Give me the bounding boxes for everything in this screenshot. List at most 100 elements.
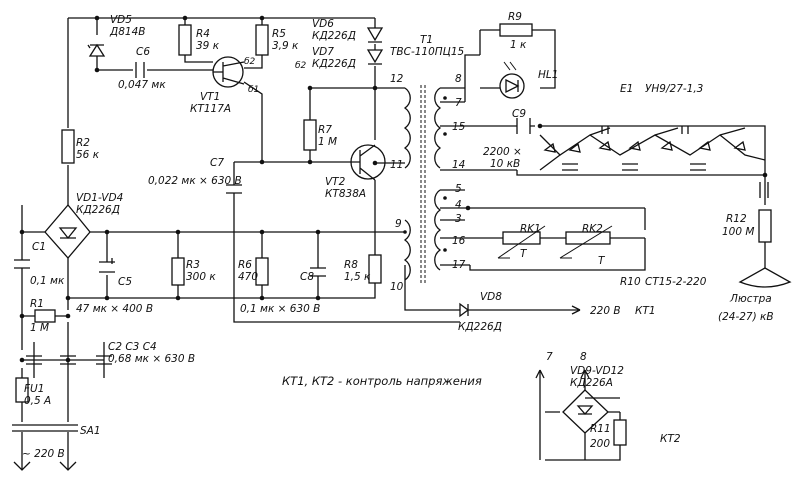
r9-value: 1 к: [510, 39, 527, 51]
pin-16: 16: [452, 235, 466, 247]
labels: VD5 Д814В C6 0,047 мк R4 39 к R5 3,9 к б…: [22, 11, 774, 460]
vd7-ref: VD7: [312, 46, 334, 58]
r3-value: 300 к: [186, 271, 216, 283]
pin-b2-mark: б2: [295, 61, 307, 71]
rk2-tcross: [559, 225, 613, 259]
vd6-diode: [366, 27, 384, 43]
e1-multiplier: [539, 126, 769, 198]
r2-resistor: [61, 129, 75, 164]
r12-value: 100 М: [722, 226, 754, 238]
e1-ref: E1: [620, 83, 633, 95]
c9-capacitor: [516, 118, 531, 134]
r1-value: 1 М: [30, 322, 49, 334]
r4-resistor: [178, 24, 192, 56]
r6-resistor: [255, 257, 269, 286]
chandelier-label: Люстра: [729, 293, 772, 305]
c8-capacitor: [310, 267, 326, 277]
vd1-vd4-bridge: [58, 227, 78, 240]
hl1-led: [499, 61, 525, 99]
supply-label: ~ 220 В: [22, 448, 65, 460]
chandelier-kv: (24-27) кВ: [718, 311, 774, 323]
c6-capacitor: [135, 62, 145, 78]
vd6-ref: VD6: [312, 18, 334, 30]
vd8-type: КД226Д: [458, 321, 502, 333]
vd9-vd12-type: КД226А: [570, 377, 613, 389]
c8-ref: C8: [300, 271, 314, 283]
fu1-fuse: [15, 377, 29, 403]
c2-c4-capacitors: [26, 355, 112, 365]
c2-c4-ref: C2 C3 C4: [108, 341, 157, 353]
rk2-symbol: T: [598, 255, 606, 267]
r7-resistor: [303, 119, 317, 151]
c7-ref: C7: [210, 157, 224, 169]
vt2-type: КТ838А: [325, 188, 366, 200]
sa1-ref: SA1: [80, 425, 101, 437]
vt1-transistor: [212, 56, 245, 88]
e1-type: УН9/27-1,3: [645, 83, 703, 95]
vd8-ref: VD8: [480, 291, 502, 303]
probe-7: 7: [546, 351, 553, 363]
r10-type: СТ15-2-220: [645, 276, 707, 288]
r3-resistor: [171, 257, 185, 286]
vd5-zener: [87, 43, 106, 57]
r3-ref: R3: [186, 259, 200, 271]
r9-ref: R9: [508, 11, 522, 23]
chandelier-icon: [738, 267, 792, 288]
r5-resistor: [255, 24, 269, 56]
c5-value: 47 мк × 400 В: [76, 303, 153, 315]
sa1-switch: [12, 424, 78, 471]
t1-type: ТВС-110ПЦ15: [390, 46, 465, 58]
c2-c4-value: 0,68 мк × 630 В: [108, 353, 195, 365]
probe-8: 8: [580, 351, 587, 363]
r8-resistor: [368, 254, 382, 284]
vd6-type: КД226Д: [312, 30, 356, 42]
rk2-thermistor: [565, 231, 611, 245]
kt1-voltage: 220 В: [590, 305, 621, 317]
c7-value: 0,022 мк × 630 В: [148, 175, 242, 187]
r1-ref: R1: [30, 298, 44, 310]
pin-15: 15: [452, 121, 466, 133]
r11-ref: R11: [590, 423, 611, 435]
rk1-tcross: [497, 225, 546, 259]
rk2-ref: RK2: [582, 223, 603, 235]
pin-5: 5: [455, 183, 462, 195]
pin-14: 14: [452, 159, 465, 171]
kt2-probes: [535, 369, 609, 434]
kt1-arrow: [571, 305, 581, 315]
kt2-label: КТ2: [660, 433, 681, 445]
bridge-ref: VD1-VD4: [76, 192, 123, 204]
note-text: КТ1, КТ2 - контроль напряжения: [282, 374, 482, 388]
vt1-pin-b2: б2: [244, 57, 256, 67]
fu1-value: 0,5 А: [24, 395, 51, 407]
c7-capacitor: [226, 184, 242, 194]
pin-9: 9: [395, 218, 402, 230]
r7-ref: R7: [318, 124, 332, 136]
r4-value: 39 к: [196, 40, 220, 52]
r12-ref: R12: [726, 213, 747, 225]
fu1-ref: FU1: [24, 383, 44, 395]
vt1-type: КТ117А: [190, 103, 231, 115]
vt1-pin-b1: б1: [248, 85, 259, 95]
r9-resistor: [499, 23, 533, 37]
pin-17: 17: [452, 259, 466, 271]
pin-11: 11: [390, 159, 403, 171]
c1-value: 0,1 мк: [30, 275, 65, 287]
c1-capacitor: [14, 259, 30, 269]
r6-value: 470: [238, 271, 258, 283]
r6-ref: R6: [238, 259, 252, 271]
r8-value: 1,5 к: [344, 271, 371, 283]
pin-4: 4: [455, 199, 462, 211]
vd9-vd12-ref: VD9-VD12: [570, 365, 624, 377]
junction-dots: [19, 15, 768, 363]
vd5-ref: VD5: [110, 14, 132, 26]
c8-value: 0,1 мк × 630 В: [240, 303, 320, 315]
c5-ref: C5: [118, 276, 132, 288]
r4-ref: R4: [196, 28, 210, 40]
r5-value: 3,9 к: [272, 40, 299, 52]
t1-transformer: [403, 85, 447, 285]
bridge-type: КД226Д: [76, 204, 120, 216]
pin-12: 12: [390, 73, 404, 85]
pin-10: 10: [390, 281, 404, 293]
